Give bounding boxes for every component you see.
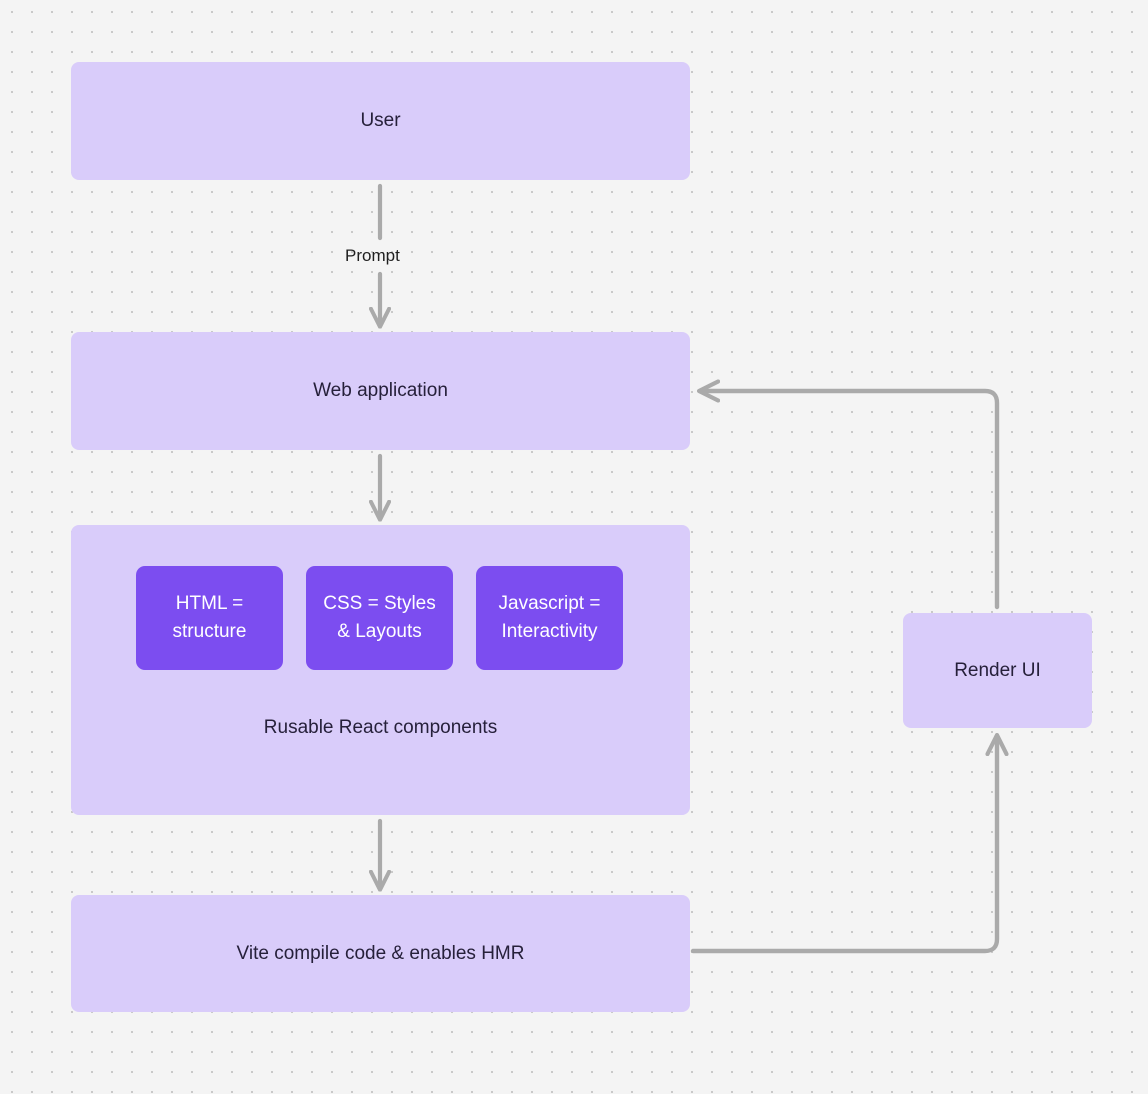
node-web-application-label: Web application bbox=[313, 380, 448, 402]
node-css-line1: CSS = Styles bbox=[323, 592, 436, 614]
node-html-line2: structure bbox=[172, 621, 247, 642]
node-vite-label: Vite compile code & enables HMR bbox=[236, 942, 525, 964]
node-react-components-caption: Rusable React components bbox=[263, 717, 498, 738]
node-user[interactable]: User bbox=[71, 62, 690, 180]
node-javascript-line1: Javascript = bbox=[498, 592, 601, 614]
node-css[interactable]: CSS = Styles & Layouts bbox=[306, 566, 453, 670]
node-render-ui[interactable]: Render UI bbox=[903, 613, 1092, 728]
edge-vite-render bbox=[690, 736, 997, 954]
node-html-label: HTML = structure bbox=[173, 590, 247, 647]
node-html-line1: HTML = bbox=[175, 592, 244, 614]
edge-render-webapp bbox=[700, 391, 1000, 610]
node-javascript[interactable]: Javascript = Interactivity bbox=[476, 566, 623, 670]
node-user-label: User bbox=[360, 110, 401, 132]
edge-label-prompt: Prompt bbox=[345, 246, 400, 265]
node-css-label: CSS = Styles & Layouts bbox=[323, 590, 435, 647]
node-web-application[interactable]: Web application bbox=[71, 332, 690, 450]
node-react-components-container[interactable]: HTML = structure CSS = Styles & Layouts … bbox=[71, 525, 690, 815]
node-html[interactable]: HTML = structure bbox=[136, 566, 283, 670]
node-vite[interactable]: Vite compile code & enables HMR bbox=[71, 895, 690, 1012]
node-javascript-label: Javascript = Interactivity bbox=[499, 590, 601, 647]
node-javascript-line2: Interactivity bbox=[501, 621, 598, 642]
node-css-line2: & Layouts bbox=[337, 621, 422, 642]
node-render-ui-label: Render UI bbox=[954, 659, 1041, 681]
